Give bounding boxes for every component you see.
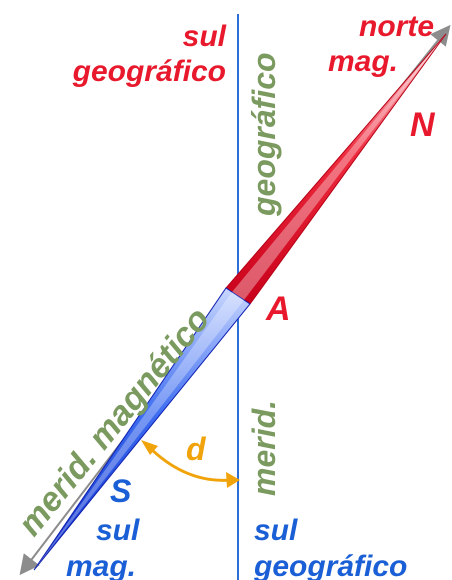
label-vertical-upper: geográfico	[246, 52, 282, 217]
label-bottom-left-2: mag.	[66, 550, 136, 580]
label-top-right-2: mag.	[328, 45, 398, 78]
label-vertical-lower: merid.	[246, 400, 282, 496]
label-bottom-right-2: geográfico	[253, 550, 407, 580]
needle-south	[33, 287, 251, 571]
label-top-left-2: geográfico	[72, 55, 226, 88]
label-top-left-1: sul	[183, 20, 227, 53]
angle-arrow-right	[226, 472, 240, 488]
angle-arrow-left	[141, 440, 158, 455]
label-north-pole: N	[410, 106, 436, 144]
label-pivot: A	[265, 290, 291, 328]
label-angle: d	[186, 431, 207, 467]
label-bottom-left-1: sul	[96, 514, 140, 547]
declination-angle-arc	[146, 444, 233, 482]
label-top-right-1: norte	[359, 10, 434, 43]
label-south-pole: S	[110, 473, 132, 509]
label-bottom-right-1: sul	[254, 514, 298, 547]
